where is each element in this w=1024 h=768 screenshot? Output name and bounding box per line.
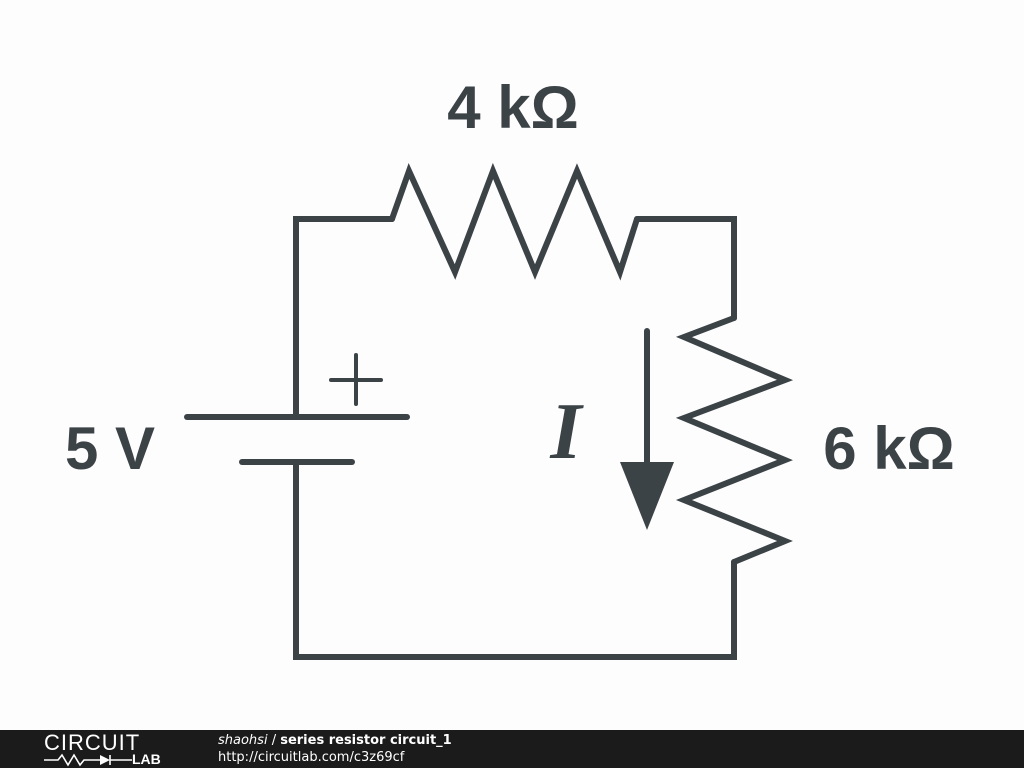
wire-left-top (293, 216, 395, 420)
resistor-right (675, 315, 794, 565)
polarity-plus-icon (329, 353, 383, 406)
footer-text-block: shaohsi / series resistor circuit_1 http… (218, 732, 452, 766)
author-link[interactable]: shaohsi (218, 733, 268, 748)
circuit-title[interactable]: series resistor circuit_1 (280, 733, 452, 748)
logo-text-circuit: CIRCUIT (44, 730, 141, 755)
footer-bar: CIRCUIT LAB shaohsi / series resistor ci… (0, 730, 1024, 768)
schematic-svg: 4 kΩ 6 kΩ 5 V I (65, 74, 955, 660)
current-arrow-icon (620, 328, 674, 530)
title-separator: / (267, 733, 281, 748)
resistor-top-label: 4 kΩ (447, 74, 579, 141)
circuit-url[interactable]: http://circuitlab.com/c3z69cf (218, 750, 405, 765)
current-label: I (549, 388, 584, 476)
wire-bottom (293, 459, 737, 660)
schematic-canvas: 4 kΩ 6 kΩ 5 V I (65, 74, 955, 660)
resistor-squiggle-icon (44, 753, 132, 767)
source-voltage-label: 5 V (65, 415, 155, 482)
circuitlab-logo[interactable]: CIRCUIT LAB (44, 730, 174, 767)
wire-top-right (634, 216, 737, 321)
footer-title-line: shaohsi / series resistor circuit_1 (218, 732, 452, 749)
logo-text-lab: LAB (132, 751, 161, 767)
resistor-top (389, 162, 640, 281)
resistor-right-label: 6 kΩ (823, 415, 955, 482)
